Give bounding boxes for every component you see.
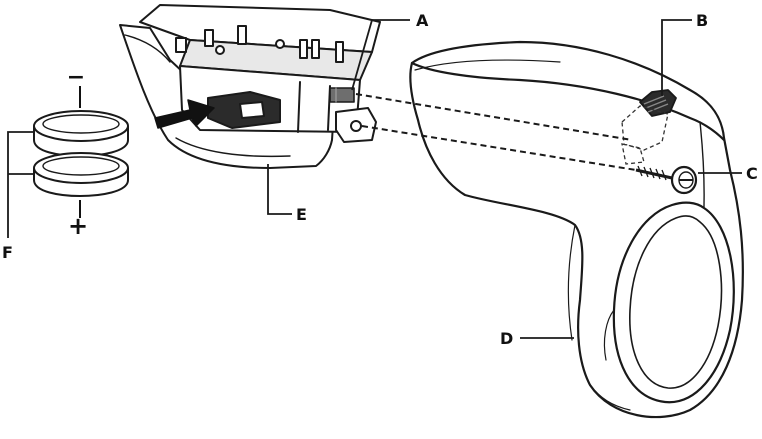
battery-negative-symbol: − [67,65,85,90]
callout-b: B [696,11,708,30]
callout-d: D [500,329,513,348]
electronic-module [120,5,380,168]
callout-e: E [296,205,307,224]
battery-positive-symbol: + [68,212,88,240]
callout-f: F [2,243,13,262]
callout-a: A [416,11,429,30]
callout-c: C [746,164,758,183]
battery-bottom [34,153,128,196]
battery-top [34,111,128,156]
handle-housing [410,42,742,417]
